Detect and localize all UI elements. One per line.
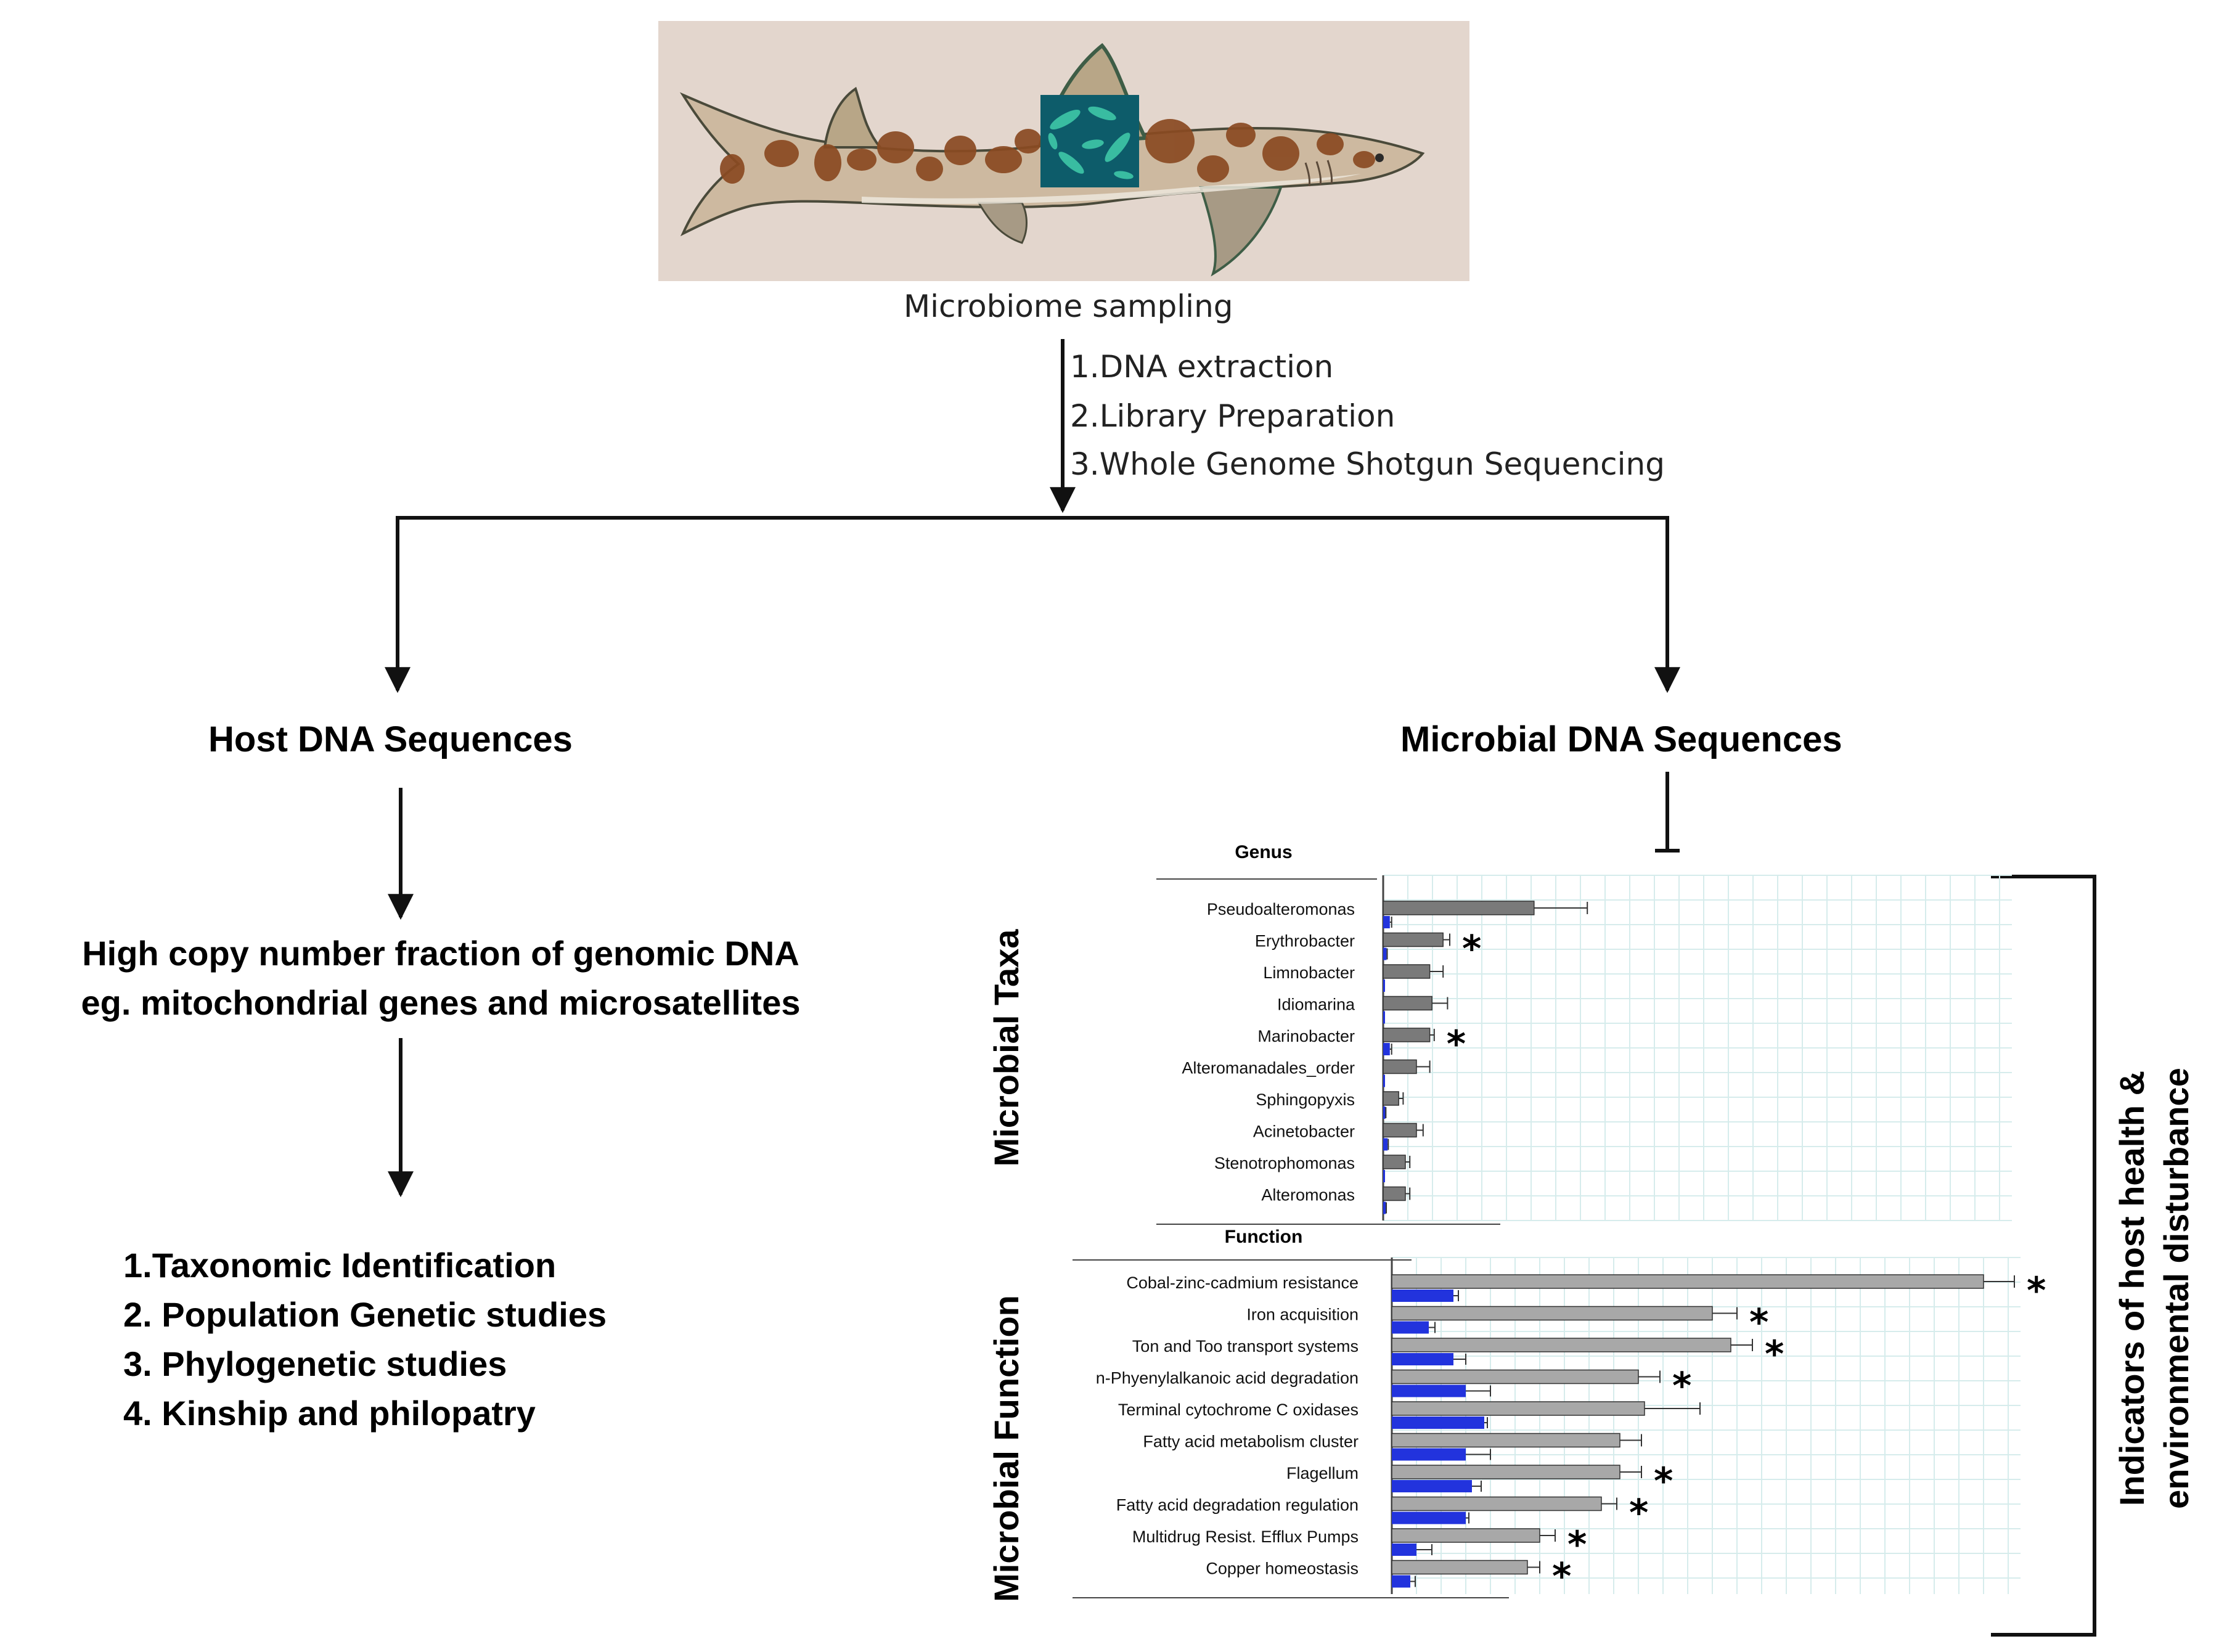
bar-primary	[1383, 901, 1535, 915]
significance-star: *	[1765, 1333, 1784, 1376]
significance-star: *	[1447, 1023, 1466, 1066]
chart-axis-title: Microbial Taxa	[987, 929, 1026, 1167]
bar-secondary	[1383, 1138, 1388, 1151]
bar-secondary	[1383, 979, 1385, 992]
split-line	[396, 516, 1669, 689]
chart-title: Genus	[1235, 842, 1292, 862]
bar-secondary	[1383, 947, 1387, 960]
category-label: Pseudoalteromonas	[1207, 900, 1355, 918]
chart-title: Function	[1225, 1227, 1303, 1247]
category-label: Iron acquisition	[1246, 1306, 1359, 1324]
bar-secondary	[1383, 1074, 1385, 1087]
category-label: Limnobacter	[1263, 963, 1355, 982]
category-label: Copper homeostasis	[1206, 1560, 1359, 1578]
bar-secondary	[1392, 1290, 1453, 1302]
bar-secondary	[1392, 1321, 1429, 1334]
category-label: Stenotrophomonas	[1214, 1154, 1355, 1172]
bar-primary	[1383, 1028, 1431, 1042]
category-label: Flagellum	[1286, 1464, 1359, 1482]
bar-secondary	[1392, 1544, 1416, 1556]
bar-primary	[1383, 1155, 1406, 1169]
bar-secondary	[1392, 1511, 1466, 1524]
category-label: Cobal-zinc-cadmium resistance	[1126, 1274, 1359, 1292]
bar-primary	[1383, 1059, 1417, 1074]
category-label: Acinetobacter	[1253, 1122, 1355, 1141]
bar-secondary	[1392, 1575, 1410, 1588]
step-wgs-sequencing: 3.Whole Genome Shotgun Sequencing	[1070, 446, 1665, 482]
bar-secondary	[1383, 1170, 1385, 1182]
bar-secondary	[1383, 916, 1390, 928]
bar-secondary	[1392, 1480, 1472, 1492]
host-use-2: 2. Population Genetic studies	[123, 1295, 607, 1334]
significance-star: *	[1552, 1555, 1571, 1598]
host-use-4: 4. Kinship and philopatry	[123, 1394, 536, 1433]
category-label: Ton and Too transport systems	[1132, 1337, 1359, 1356]
bar-primary	[1383, 1122, 1417, 1138]
bar-primary	[1383, 1091, 1399, 1106]
bar-primary	[1383, 1186, 1406, 1201]
bar-primary	[1391, 1465, 1620, 1479]
category-label: Fatty acid degradation regulation	[1116, 1496, 1359, 1515]
bar-secondary	[1383, 1043, 1390, 1055]
bar-primary	[1391, 1369, 1639, 1384]
bar-secondary	[1383, 1106, 1386, 1119]
bar-primary	[1391, 1560, 1528, 1575]
bar-primary	[1391, 1528, 1540, 1543]
bar-secondary	[1383, 1011, 1385, 1024]
high-copy-line2: eg. mitochondrial genes and microsatelli…	[81, 983, 801, 1022]
shark-illustration	[658, 21, 1469, 281]
category-label: Fatty acid metabolism cluster	[1143, 1433, 1359, 1451]
significance-star: *	[1462, 928, 1481, 971]
bar-secondary	[1392, 1448, 1466, 1461]
bar-primary	[1383, 932, 1444, 947]
bar-primary	[1391, 1274, 1984, 1289]
bar-primary	[1391, 1433, 1620, 1448]
significance-star: *	[1567, 1523, 1587, 1566]
bar-secondary	[1392, 1417, 1484, 1429]
indicator-bracket	[1991, 875, 2096, 1637]
host-use-1: 1.Taxonomic Identification	[123, 1246, 557, 1285]
category-label: Alteromonas	[1261, 1186, 1355, 1204]
category-label: n-Phyenylalkanoic acid degradation	[1096, 1369, 1359, 1388]
host-dna-title: Host DNA Sequences	[208, 719, 573, 759]
category-label: Idiomarina	[1277, 996, 1355, 1014]
step-dna-extraction: 1.DNA extraction	[1070, 349, 1334, 385]
bar-secondary	[1392, 1384, 1466, 1397]
photo-caption: Microbiome sampling	[904, 288, 1233, 324]
host-use-3: 3. Phylogenetic studies	[123, 1344, 507, 1383]
chart-grid	[1383, 875, 2012, 1221]
category-label: Marinobacter	[1257, 1027, 1355, 1045]
bar-secondary	[1383, 1201, 1386, 1214]
chart-axis-title: Microbial Function	[987, 1295, 1026, 1602]
bar-primary	[1391, 1338, 1731, 1352]
bar-secondary	[1392, 1353, 1453, 1365]
significance-star: *	[1629, 1492, 1648, 1535]
significance-star: *	[2027, 1269, 2046, 1312]
significance-star: *	[1654, 1460, 1673, 1503]
step-library-preparation: 2.Library Preparation	[1070, 398, 1396, 434]
bar-primary	[1391, 1496, 1602, 1511]
significance-star: *	[1672, 1365, 1691, 1408]
microbial-dna-title: Microbial DNA Sequences	[1400, 719, 1842, 759]
bar-primary	[1383, 996, 1432, 1011]
category-label: Alteromanadales_order	[1182, 1059, 1355, 1077]
category-label: Multidrug Resist. Efflux Pumps	[1132, 1527, 1359, 1546]
high-copy-line1: High copy number fraction of genomic DNA	[82, 934, 799, 973]
significance-star: *	[1749, 1301, 1768, 1344]
category-label: Erythrobacter	[1255, 932, 1355, 951]
category-label: Terminal cytochrome C oxidases	[1118, 1401, 1359, 1419]
bar-primary	[1391, 1401, 1645, 1416]
category-label: Sphingopyxis	[1256, 1090, 1355, 1109]
bar-primary	[1383, 964, 1431, 979]
bar-primary	[1391, 1306, 1713, 1321]
